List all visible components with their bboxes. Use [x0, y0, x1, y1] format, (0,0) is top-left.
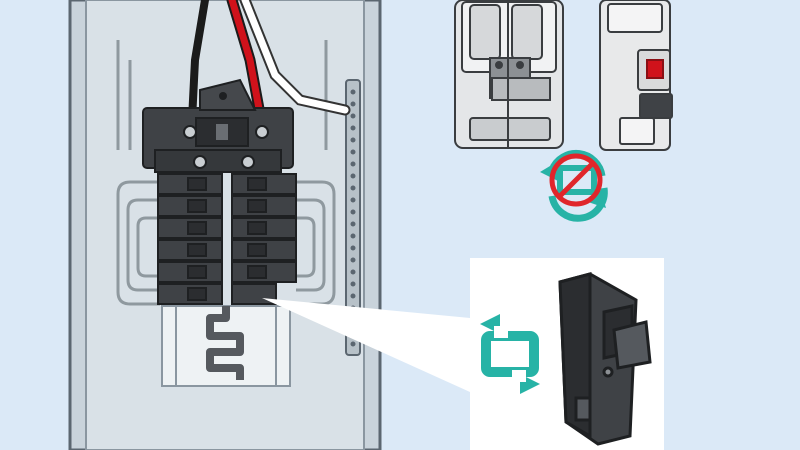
empty-slot-bus — [161, 305, 291, 387]
ground-bus-bar — [345, 79, 361, 356]
double-pole-breaker-icon — [454, 0, 564, 149]
din-rail-breaker-icon — [599, 0, 673, 151]
bus-bar-screws — [350, 89, 356, 347]
breaker-panel-illustration — [68, 0, 382, 450]
callout-pointer — [262, 298, 470, 392]
plug-in-breaker-icon — [558, 272, 652, 446]
no-swap-icon — [540, 149, 608, 222]
swap-arrows-icon — [480, 314, 540, 394]
neutral-wire — [241, 0, 349, 114]
replacement-inset — [470, 258, 664, 450]
branch-breakers — [157, 173, 297, 305]
circuit-wires — [116, 40, 336, 306]
ground-wire — [188, 0, 209, 124]
hot-wire — [228, 0, 266, 129]
main-breaker — [142, 78, 294, 173]
